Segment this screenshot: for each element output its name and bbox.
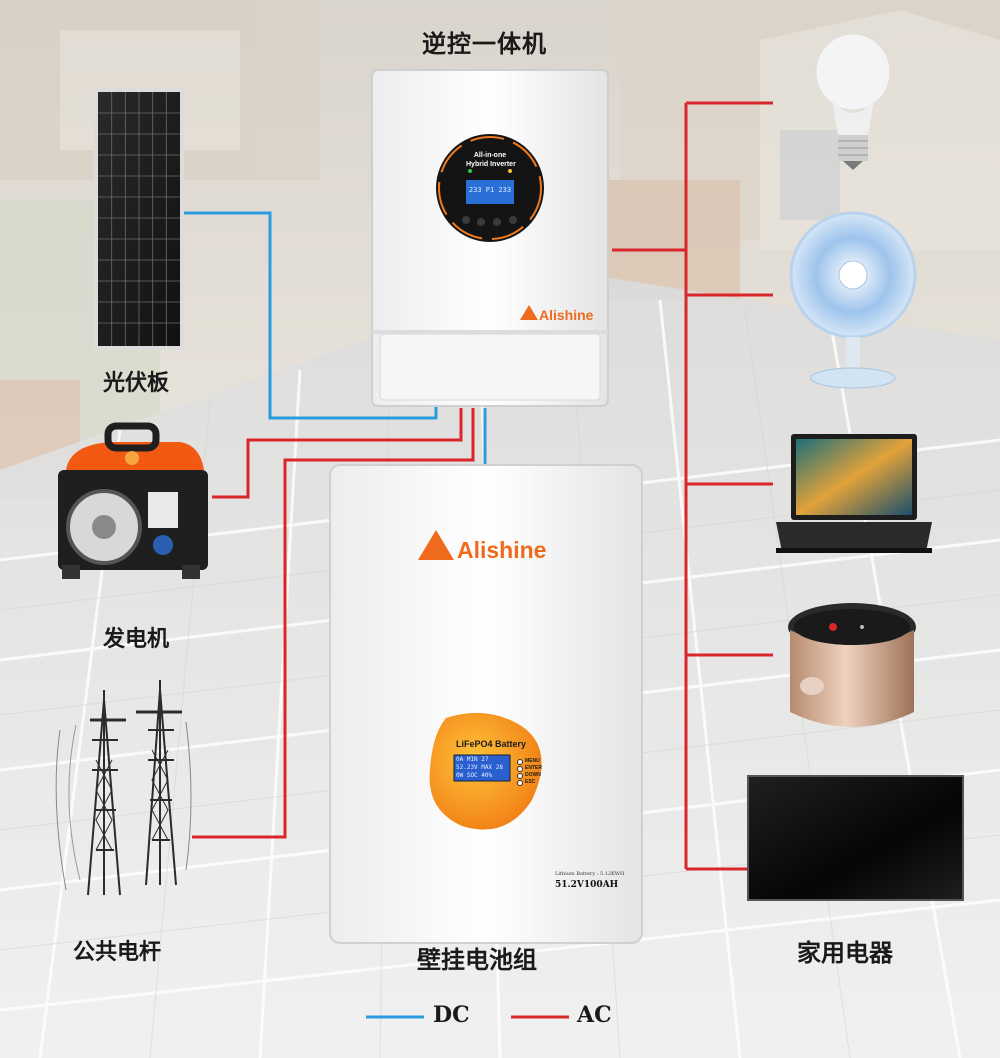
battery-panel-title: LiFePO4 Battery: [456, 739, 527, 749]
utility-pole-label: 公共电杆: [73, 939, 162, 965]
battery-label: 壁挂电池组: [417, 945, 537, 974]
utility-pole-icon: [55, 680, 192, 896]
fan-icon: [789, 211, 917, 389]
inverter-icon: [371, 69, 609, 407]
inverter-display-line1: All-in-one: [473, 152, 507, 159]
battery-lcd-line: 0W SOC 40%: [456, 772, 493, 779]
battery-down-button: DOWN: [525, 772, 541, 778]
inverter-lcd-readout: 233 P1 233: [468, 186, 512, 194]
battery-menu-button: MENU: [525, 758, 540, 764]
battery-spec-label: Lithium Battery : 5.12KWH: [555, 871, 625, 877]
battery-brand: Alishine: [457, 537, 547, 563]
battery-icon: [329, 464, 643, 944]
rice-cooker-icon: [788, 603, 916, 727]
battery-lcd-line: 52.23V MAX 28: [456, 764, 503, 771]
legend-dc-label: DC: [433, 1002, 470, 1028]
appliances-label: 家用电器: [797, 938, 893, 967]
battery-buttons: MENU ENTER DOWN ESC: [525, 758, 542, 786]
solar-panel-icon: [94, 88, 184, 350]
battery-model: 51.2V100AH: [555, 880, 619, 890]
tv-icon: [747, 775, 964, 901]
inverter-display-line2: Hybrid Inverter: [466, 161, 516, 168]
inverter-display-title: All-in-one Hybrid Inverter: [466, 151, 516, 169]
dc-wiring: [184, 211, 487, 465]
laptop-icon: [776, 434, 932, 553]
solar-panel-label: 光伏板: [103, 370, 170, 396]
battery-lcd-line: 0A MIN 27: [456, 756, 489, 763]
battery-esc-button: ESC: [525, 779, 536, 785]
inverter-title: 逆控一体机: [422, 29, 547, 58]
generator-label: 发电机: [103, 626, 170, 652]
battery-enter-button: ENTER: [525, 765, 542, 771]
generator-icon: [58, 422, 208, 579]
legend-ac-label: AC: [577, 1002, 612, 1028]
battery-lcd: 0A MIN 27 52.23V MAX 28 0W SOC 40%: [456, 756, 503, 780]
inverter-brand: Alishine: [539, 307, 594, 323]
bulb-icon: [815, 33, 891, 170]
ac-wiring: [192, 101, 773, 871]
